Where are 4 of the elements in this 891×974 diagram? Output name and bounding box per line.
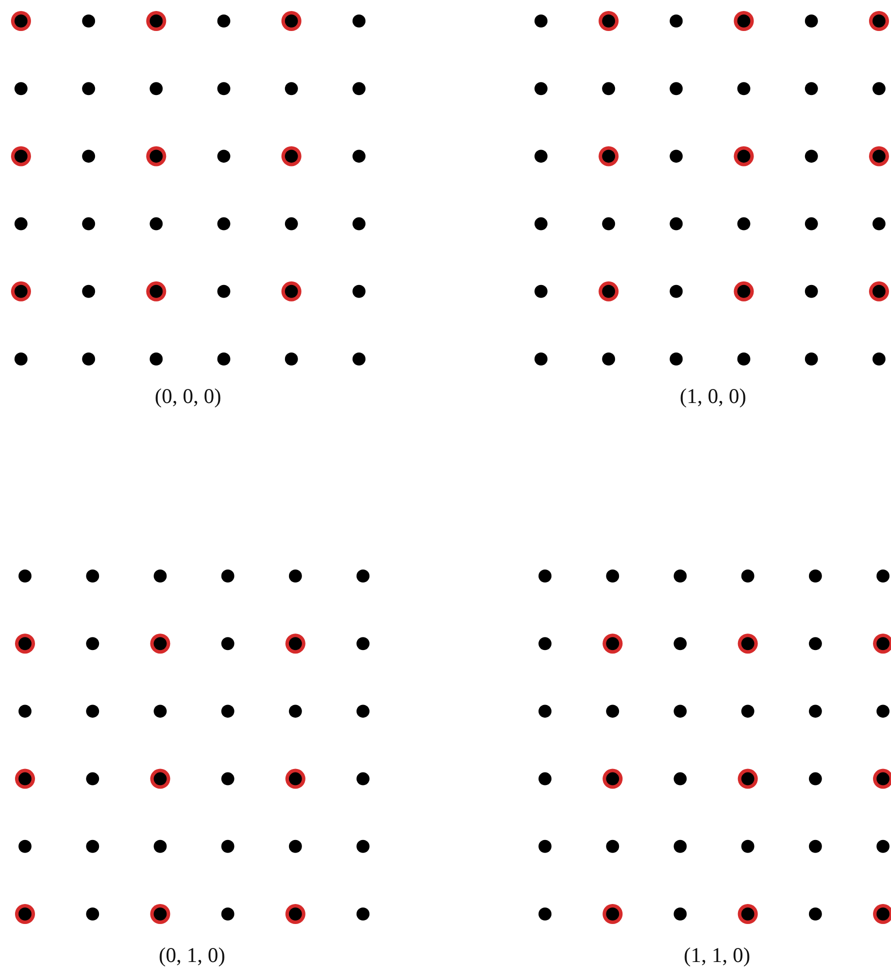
panel-caption: (1, 1, 0) <box>684 943 750 968</box>
panel-caption: (0, 0, 0) <box>154 384 222 409</box>
panel-caption: (1, 0, 0) <box>680 384 746 409</box>
panel-caption: (0, 1, 0) <box>158 943 226 968</box>
